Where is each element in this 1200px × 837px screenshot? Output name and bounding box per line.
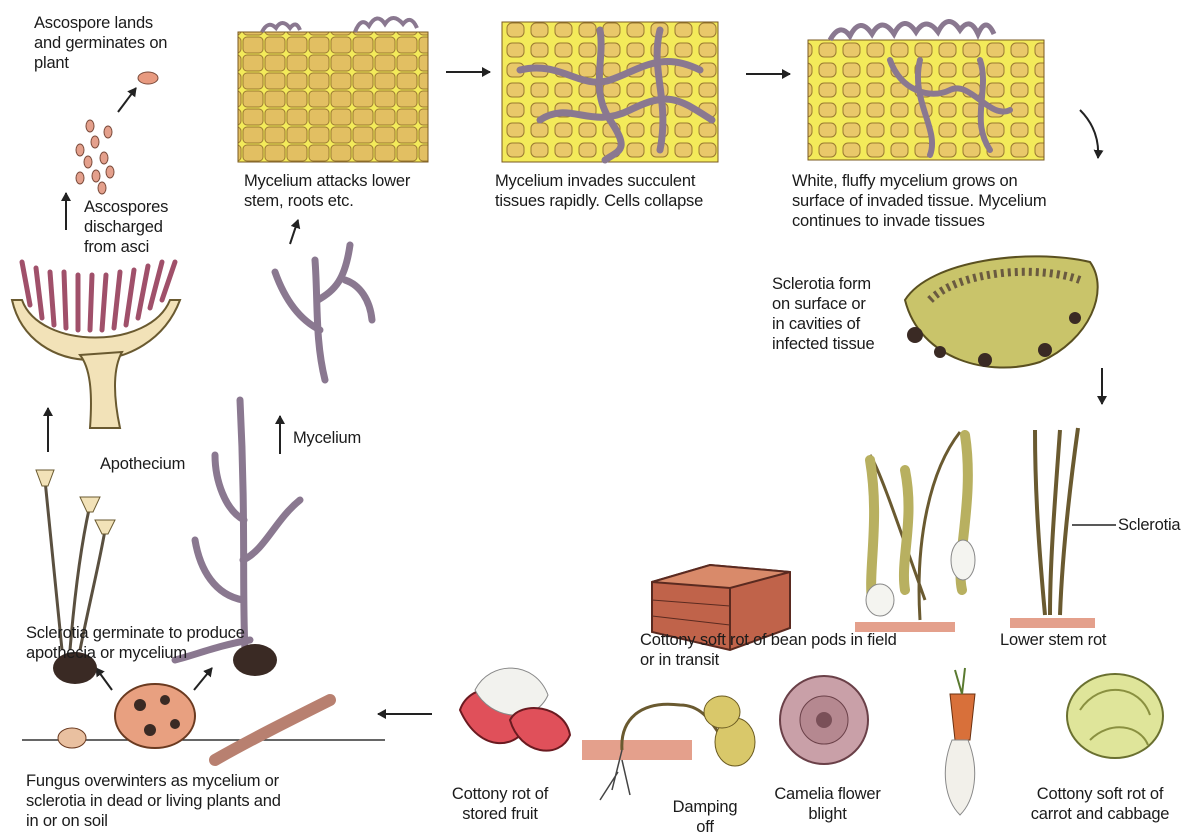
label-apothecium: Apothecium [100,454,230,474]
label-white-fluffy: White, fluffy mycelium grows on surface … [792,171,1122,231]
sclerotia-tissue [905,256,1098,367]
overwintering-sclerotia [22,684,385,760]
tissue-panel-attack [238,18,428,162]
label-ascospore-lands: Ascospore lands and germinates on plant [34,13,234,73]
mycelium-hyphae-upper [275,245,372,380]
label-mycelium-attacks: Mycelium attacks lower stem, roots etc. [244,171,484,211]
label-cottony-bean: Cottony soft rot of bean pods in field o… [640,630,970,670]
label-sclerotia-germinate: Sclerotia germinate to produce apothecia… [26,623,326,663]
label-mycelium: Mycelium [293,428,403,448]
tissue-panel-fluffy [808,21,1044,160]
label-sclerotia: Sclerotia [1118,515,1198,535]
carrot [945,668,975,815]
arrow-10 [118,88,136,112]
lower-stem-plant [1010,428,1095,628]
arrow-6 [96,668,112,690]
cabbage [1067,674,1163,758]
mycelium-hyphae-lower [175,400,300,660]
bean-plant [855,432,975,632]
ascospore-landing [138,72,158,84]
label-camelia-blight: Camelia flower blight [760,784,895,824]
ascospores [76,120,114,194]
damping-off-seedling [582,696,755,800]
camelia-flower [780,676,868,764]
label-cottony-stored-fruit: Cottony rot of stored fruit [430,784,570,824]
stored-fruit [460,668,570,751]
label-cottony-carrot: Cottony soft rot of carrot and cabbage [1010,784,1190,824]
tissue-panel-invade [502,22,718,162]
label-mycelium-invades: Mycelium invades succulent tissues rapid… [495,171,775,211]
arrow-3 [1080,110,1098,158]
label-damping-off: Damping off [655,797,755,837]
label-ascospores-discharged: Ascospores discharged from asci [84,197,234,257]
label-fungus-overwinters: Fungus overwinters as mycelium or sclero… [26,771,366,831]
arrow-7 [194,668,212,690]
label-sclerotia-form: Sclerotia form on surface or in cavities… [772,274,912,354]
arrow-11 [290,220,298,244]
apothecium-section [12,262,180,428]
label-lower-stem-rot: Lower stem rot [1000,630,1150,650]
